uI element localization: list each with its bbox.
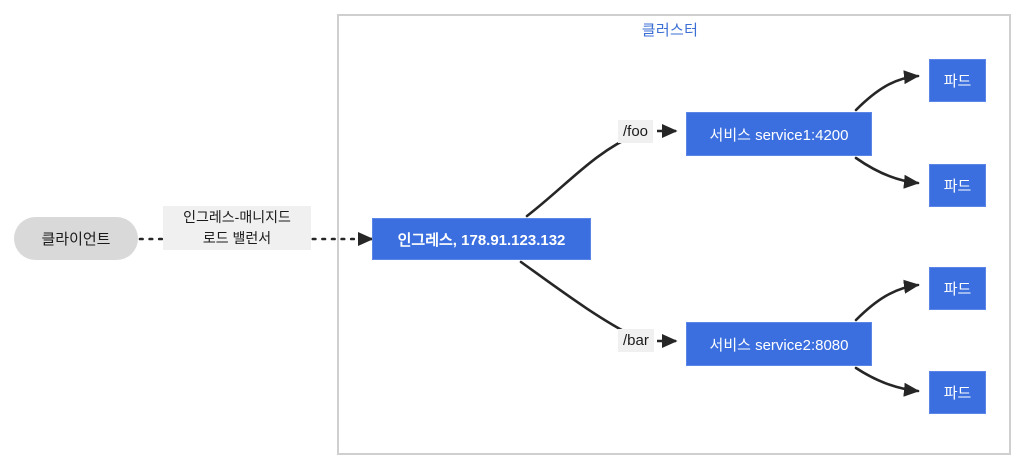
load-balancer-label-line1: 인그레스-매니지드 <box>183 209 291 225</box>
pod-3-label: 파드 <box>943 281 972 298</box>
path-label-bar: /bar <box>618 329 654 352</box>
pod-4-label: 파드 <box>943 385 972 402</box>
load-balancer-label: 인그레스-매니지드 로드 밸런서 <box>163 206 311 250</box>
pod-2-label: 파드 <box>943 178 972 195</box>
service-node-1: 서비스 service1:4200 <box>686 112 872 156</box>
ingress-label: 인그레스, 178.91.123.132 <box>397 231 566 249</box>
path-label-foo: /foo <box>618 120 654 143</box>
cluster-boundary <box>337 14 1011 455</box>
service-2-label: 서비스 service2:8080 <box>709 336 849 354</box>
client-node: 클라이언트 <box>14 217 138 260</box>
load-balancer-label-line2: 로드 밸런서 <box>202 230 272 246</box>
service-node-2: 서비스 service2:8080 <box>686 322 872 366</box>
ingress-node: 인그레스, 178.91.123.132 <box>372 218 591 260</box>
service-1-label: 서비스 service1:4200 <box>709 126 849 144</box>
pod-node-3: 파드 <box>929 267 986 310</box>
pod-1-label: 파드 <box>943 73 972 90</box>
client-label: 클라이언트 <box>41 231 111 248</box>
cluster-label: 클러스터 <box>641 22 699 39</box>
pod-node-4: 파드 <box>929 371 986 414</box>
pod-node-1: 파드 <box>929 59 986 102</box>
pod-node-2: 파드 <box>929 164 986 207</box>
